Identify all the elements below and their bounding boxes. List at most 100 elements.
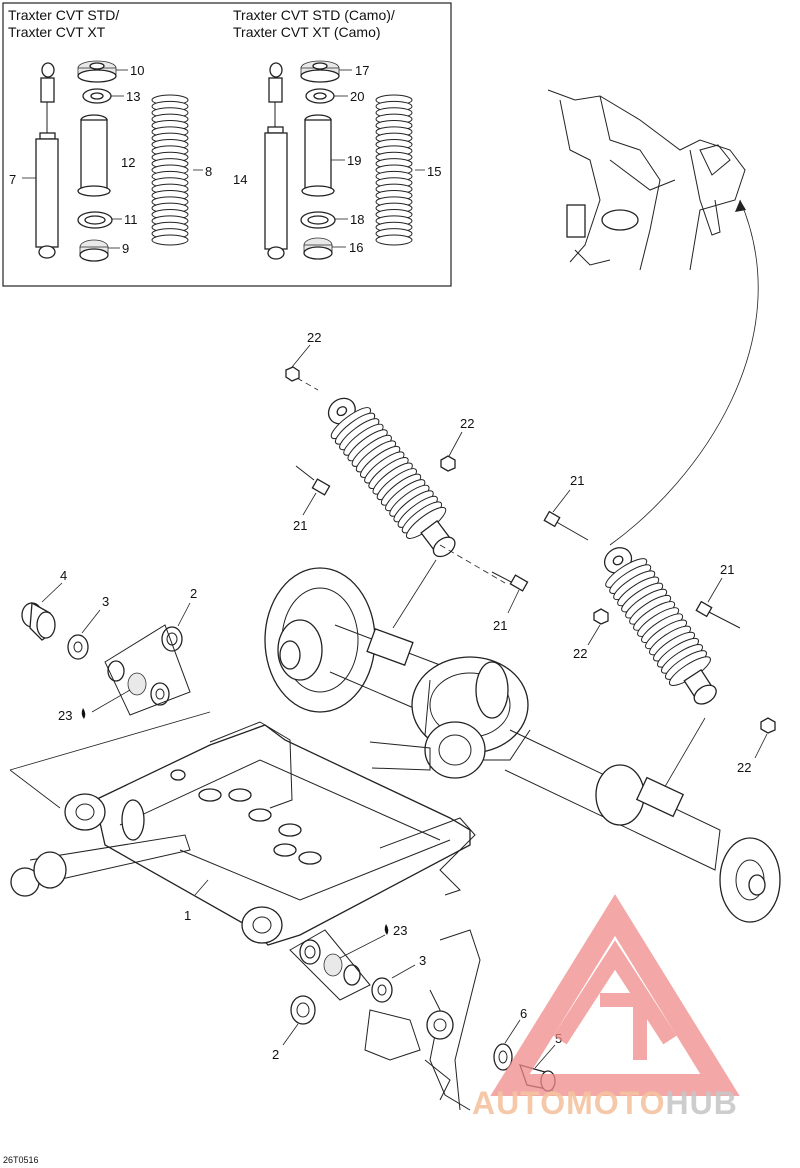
leader-3-right <box>391 964 416 979</box>
left-group-pointer <box>9 711 211 809</box>
leader-2-right <box>282 1023 299 1046</box>
leader-4 <box>41 582 63 603</box>
inset-adjuster-16 <box>303 237 333 260</box>
washer-3-left <box>67 634 89 660</box>
callout-4: 4 <box>60 568 67 583</box>
figure-code: 26T0516 <box>3 1155 39 1165</box>
callout-22-c: 22 <box>573 646 587 661</box>
leader-21-d <box>707 577 723 603</box>
callout-21-d: 21 <box>720 562 734 577</box>
callout-20: 20 <box>350 89 364 104</box>
callout-23-right: 23 <box>393 923 407 938</box>
right-shock-pointer <box>662 717 706 791</box>
bolt-21-right-upper <box>543 510 589 541</box>
leader-22-c <box>587 624 601 646</box>
nut-22-right-lower <box>760 717 776 734</box>
callout-3-left: 3 <box>102 594 109 609</box>
leader-23-left <box>91 689 131 713</box>
bearing-left <box>107 660 170 706</box>
bushing-4 <box>21 601 56 641</box>
washer-3-right <box>371 977 393 1003</box>
callout-21-a: 21 <box>293 518 307 533</box>
left-shock-absorber <box>327 397 456 558</box>
leader-22-d <box>754 733 768 759</box>
callout-11: 11 <box>124 212 138 227</box>
callout-16: 16 <box>349 240 363 255</box>
frame-mount-detail <box>547 89 746 271</box>
right-bearing-group-frame <box>289 929 371 1001</box>
inset-spring-seat-18 <box>300 211 336 229</box>
leader-3-left <box>81 609 101 634</box>
left-shock-upper-axis <box>296 377 319 391</box>
callout-22-b: 22 <box>460 416 474 431</box>
inset-header-left-line1: Traxter CVT STD/ <box>8 7 119 23</box>
rear-axle-housing <box>264 567 781 923</box>
inset-adjuster-9 <box>79 239 109 262</box>
mount-arrow-head <box>735 200 746 212</box>
inset-shock-body-7 <box>35 62 59 259</box>
swing-arm <box>10 721 476 946</box>
bolt-21-right-lower <box>695 600 741 629</box>
inset-bump-rubber-10 <box>77 60 117 83</box>
leader-22-b <box>448 431 463 457</box>
seal-2-right <box>290 995 316 1025</box>
inset-header-left-line2: Traxter CVT XT <box>8 24 106 40</box>
inset-clip-13 <box>82 88 112 104</box>
leader-2-left <box>177 602 191 627</box>
leader-6 <box>504 1019 521 1044</box>
nut-22-upper-left <box>285 366 300 382</box>
callout-6: 6 <box>520 1006 527 1021</box>
callout-10: 10 <box>130 63 144 78</box>
inset-shock-body-14 <box>264 62 288 260</box>
leader-22-a <box>291 344 311 368</box>
callout-7: 7 <box>9 172 16 187</box>
callout-18: 18 <box>350 212 364 227</box>
inset-dust-tube-19 <box>301 114 335 197</box>
seal-2-left <box>161 626 183 652</box>
inset-panel: Traxter CVT STD/ Traxter CVT XT Traxter … <box>2 2 452 287</box>
nut-22-left-mid <box>440 455 456 472</box>
inset-header-right-line1: Traxter CVT STD (Camo)/ <box>233 7 395 23</box>
callout-22-d: 22 <box>737 760 751 775</box>
bolt-21-left-upper <box>295 465 331 496</box>
inset-dust-tube-12 <box>77 114 111 197</box>
callout-21-c: 21 <box>570 473 584 488</box>
inset-spring-15 <box>375 94 413 246</box>
automotohub-logo <box>490 894 740 1096</box>
inset-clip-20 <box>305 88 335 104</box>
leader-21-a <box>302 492 317 516</box>
inset-header-right-line2: Traxter CVT XT (Camo) <box>233 24 381 40</box>
left-shock-lower-axis <box>439 544 506 584</box>
left-bearing-group-frame <box>104 624 191 716</box>
callout-9: 9 <box>122 241 129 256</box>
callout-1: 1 <box>184 908 191 923</box>
callout-17: 17 <box>355 63 369 78</box>
inset-spring-seat-11 <box>77 211 113 229</box>
leader-21-b <box>507 589 520 614</box>
callout-23-left: 23 <box>58 708 72 723</box>
callout-8: 8 <box>205 164 212 179</box>
right-shock-absorber <box>603 547 717 705</box>
leader-21-c <box>552 489 571 513</box>
callout-14: 14 <box>233 172 247 187</box>
callout-2-left: 2 <box>190 586 197 601</box>
leader-23-right <box>339 934 386 959</box>
watermark-text: AUTOMOTOHUB <box>472 1085 738 1121</box>
nut-22-right-mid <box>593 608 609 625</box>
callout-15: 15 <box>427 164 441 179</box>
grease-drop-icon-right <box>384 924 389 935</box>
leader-5 <box>534 1044 556 1069</box>
bearing-right <box>299 939 361 986</box>
inset-bump-rubber-17 <box>300 60 340 83</box>
leader-1 <box>194 879 209 896</box>
callout-19: 19 <box>347 153 361 168</box>
left-shock-pointer <box>392 559 437 629</box>
callout-21-b: 21 <box>493 618 507 633</box>
callout-12: 12 <box>121 155 135 170</box>
bolt-21-left-lower <box>491 571 529 592</box>
callout-3-right: 3 <box>419 953 426 968</box>
callout-13: 13 <box>126 89 140 104</box>
callout-22-a: 22 <box>307 330 321 345</box>
mount-arrow <box>609 199 759 546</box>
callout-2-right: 2 <box>272 1047 279 1062</box>
